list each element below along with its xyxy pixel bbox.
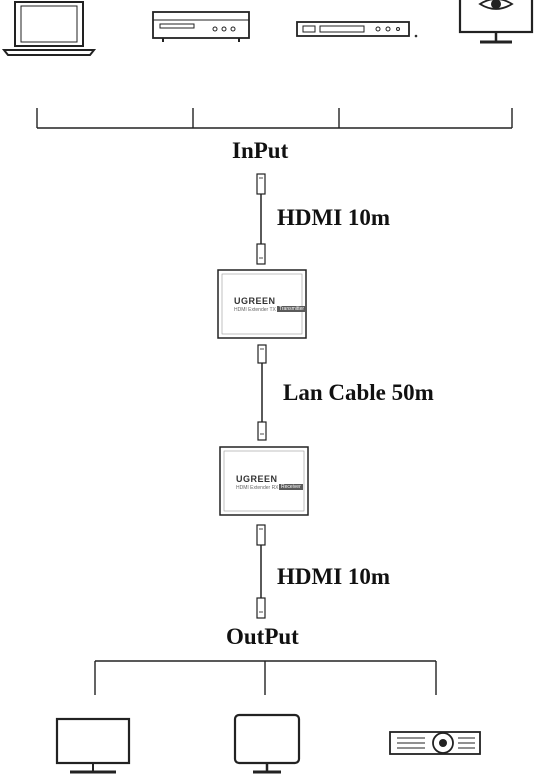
- lan-cable: [257, 344, 267, 441]
- transmitter-tag: Transmitter: [277, 306, 307, 312]
- hdmi-cable-out: [256, 524, 266, 619]
- laptop-icon: [1, 1, 97, 56]
- lan-cable-label: Lan Cable 50m: [283, 380, 434, 405]
- receiver-brand: UGREEN: [236, 474, 278, 484]
- transmitter-brand: UGREEN: [234, 296, 276, 306]
- monitor-icon: [233, 713, 301, 774]
- hdmi-out-label: HDMI 10m: [277, 564, 391, 589]
- input-label: InPut: [232, 138, 289, 163]
- projector-icon: [389, 731, 481, 755]
- tv-icon: [55, 717, 131, 774]
- dvd-player-icon: [152, 11, 250, 42]
- output-bracket: [94, 660, 437, 695]
- output-label: OutPut: [226, 624, 299, 649]
- set-top-box-icon: [296, 21, 418, 38]
- hdmi-cable-in: [256, 173, 266, 265]
- receiver-subtitle: HDMI Extender RX: [236, 485, 279, 491]
- receiver-box: [219, 446, 309, 516]
- receiver-tag: Receiver: [279, 484, 303, 490]
- camera-monitor-icon: [458, 0, 534, 44]
- hdmi-in-label: HDMI 10m: [277, 205, 391, 230]
- input-bracket: [36, 108, 513, 129]
- transmitter-box: [217, 269, 307, 339]
- transmitter-subtitle: HDMI Extender TX: [234, 307, 276, 313]
